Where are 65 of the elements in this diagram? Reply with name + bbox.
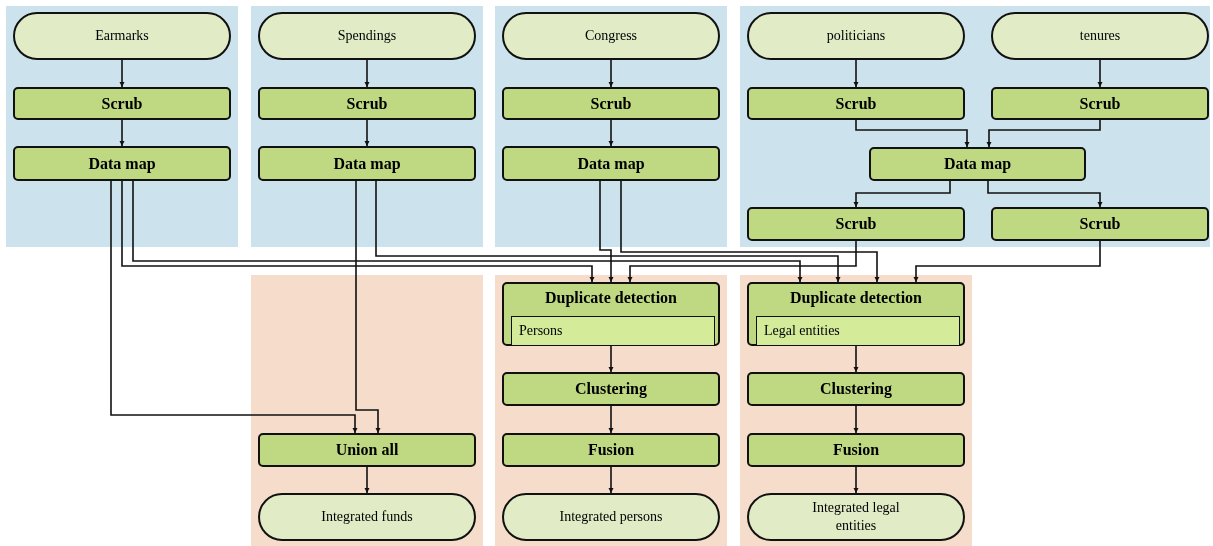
- process-box: Scrub: [13, 87, 231, 120]
- process-box: Scrub: [747, 207, 965, 241]
- arrow: [132, 180, 803, 283]
- arrow: [855, 119, 970, 148]
- arrow: [364, 59, 370, 88]
- arrow: [608, 59, 614, 88]
- output-terminal: Integrated legal entities: [747, 493, 965, 541]
- process-box: Scrub: [502, 87, 720, 120]
- process-box: Union all: [258, 433, 476, 467]
- process-box: Fusion: [747, 433, 965, 467]
- output-terminal: Integrated persons: [502, 493, 720, 541]
- group-panel: [6, 6, 238, 247]
- arrow: [620, 180, 880, 283]
- source-terminal: Earmarks: [13, 12, 231, 60]
- process-box: [747, 282, 965, 346]
- source-terminal: Congress: [502, 12, 720, 60]
- source-terminal: politicians: [747, 12, 965, 60]
- arrow: [364, 119, 370, 147]
- group-panel: [740, 275, 972, 546]
- process-box: Data map: [13, 146, 231, 181]
- process-box: Data map: [258, 146, 476, 181]
- process-box: Clustering: [747, 372, 965, 406]
- arrow: [608, 119, 614, 147]
- arrow: [853, 59, 859, 88]
- arrow: [375, 180, 841, 283]
- arrow: [853, 345, 859, 373]
- arrow: [119, 119, 125, 147]
- process-box: Scrub: [747, 87, 965, 120]
- arrow: [364, 466, 370, 494]
- process-label: Duplicate detection: [789, 289, 923, 307]
- output-terminal: Integrated funds: [258, 493, 476, 541]
- source-terminal: Spendings: [258, 12, 476, 60]
- arrow: [121, 180, 595, 283]
- arrow: [355, 180, 381, 434]
- process-box: Data map: [502, 146, 720, 181]
- process-box: Scrub: [258, 87, 476, 120]
- process-label: Duplicate detection: [544, 289, 678, 307]
- arrow: [608, 345, 614, 373]
- subprocess-box: Legal entities: [756, 316, 960, 346]
- group-panel: [251, 275, 483, 546]
- process-box: Fusion: [502, 433, 720, 467]
- arrow: [986, 119, 1101, 148]
- process-box: [502, 282, 720, 346]
- process-box: Scrub: [991, 87, 1209, 120]
- process-box: Data map: [869, 147, 1086, 181]
- arrow: [608, 466, 614, 494]
- arrow: [853, 466, 859, 494]
- process-box: Clustering: [502, 372, 720, 406]
- arrow: [599, 180, 614, 283]
- arrow: [853, 405, 859, 434]
- arrow: [608, 405, 614, 434]
- arrow: [110, 180, 358, 434]
- group-panel: [495, 6, 727, 247]
- arrow: [627, 240, 857, 283]
- arrow: [987, 180, 1103, 208]
- subprocess-box: Persons: [511, 316, 715, 346]
- group-panel: [740, 6, 1210, 247]
- arrow: [853, 180, 951, 208]
- arrow: [913, 240, 1101, 283]
- process-box: Scrub: [991, 207, 1209, 241]
- arrow: [119, 59, 125, 88]
- arrow: [1097, 59, 1103, 88]
- source-terminal: tenures: [991, 12, 1209, 60]
- group-panel: [495, 275, 727, 546]
- group-panel: [251, 6, 483, 247]
